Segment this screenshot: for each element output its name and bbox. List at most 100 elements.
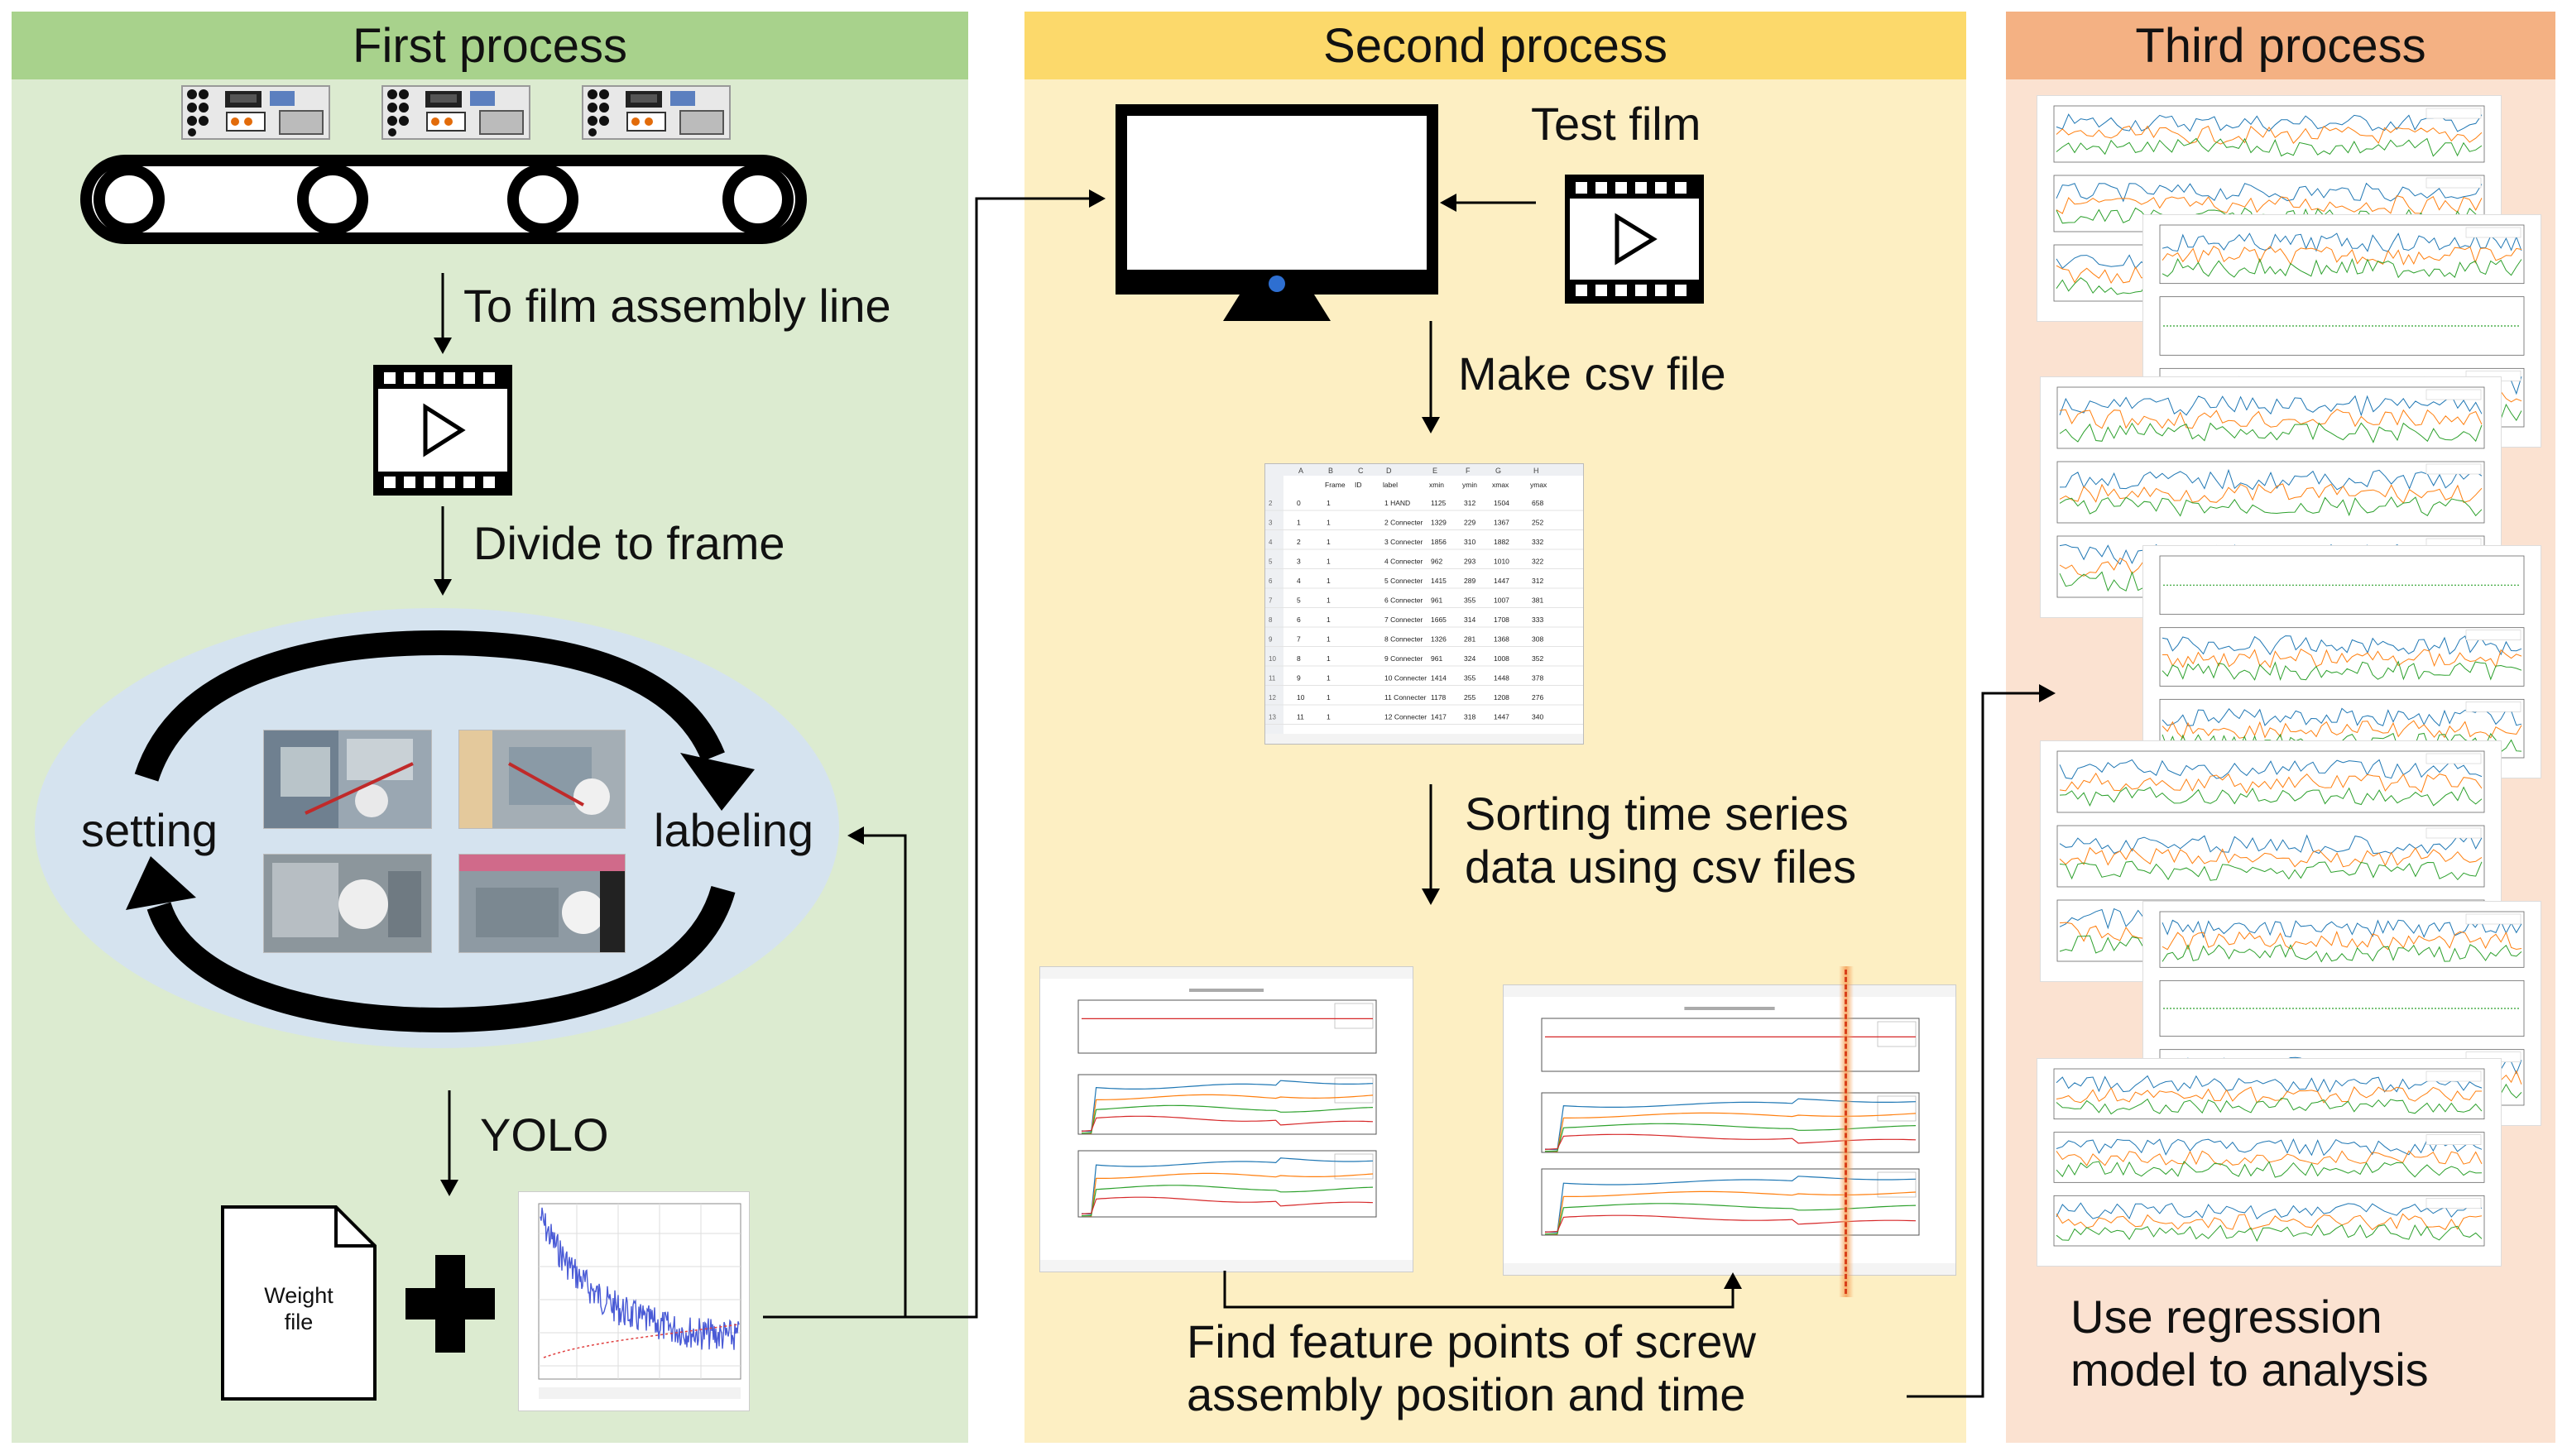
csv-cell: 962 <box>1431 558 1442 566</box>
feature-bracket-arrow <box>1223 1271 1742 1309</box>
feature-line1: Find feature points of screw <box>1187 1315 1756 1367</box>
regression-line1: Use regression <box>2070 1291 2382 1343</box>
arrow-to-frame <box>434 506 452 596</box>
map-curve <box>543 1324 739 1358</box>
csv-cell: 352 <box>1532 654 1543 663</box>
plot-series-line <box>2059 834 2483 855</box>
second-process-header: Second process <box>1024 12 1966 79</box>
csv-cell: 229 <box>1464 519 1475 527</box>
plot-series-line <box>2162 257 2522 279</box>
arrow-to-sort <box>1422 784 1440 905</box>
plot-series-line <box>1544 1176 1917 1233</box>
csv-header-cell: Frame <box>1325 481 1346 489</box>
connector-to-labeling <box>847 826 907 1317</box>
csv-cell: 3 Connecter <box>1384 538 1423 546</box>
plot-series-line <box>2056 1213 2483 1231</box>
plot-window-2-canvas <box>1504 985 1955 1275</box>
make-csv-label: Make csv file <box>1458 347 1726 400</box>
csv-cell: 1 <box>1327 693 1331 702</box>
csv-cell: 11 <box>1297 713 1304 721</box>
csv-cell: 1 <box>1327 635 1331 644</box>
weight-file-line2: file <box>284 1310 314 1335</box>
product-device-3 <box>582 85 731 140</box>
csv-cell: 2 <box>1297 538 1301 546</box>
plus-icon <box>405 1255 495 1353</box>
plot-series-line <box>2059 409 2483 429</box>
csv-cell: 1414 <box>1431 674 1447 682</box>
training-loss-chart <box>518 1191 750 1411</box>
plot-series-line <box>2056 1202 2483 1219</box>
csv-header-cell: ymax <box>1530 481 1547 489</box>
csv-row-number: 12 <box>1269 694 1276 702</box>
csv-column-header: B <box>1328 467 1333 475</box>
csv-cell: 10 <box>1297 693 1305 702</box>
plot-series-line <box>2056 1075 2483 1093</box>
csv-cell: 1 <box>1327 713 1331 721</box>
csv-cell: 7 Connecter <box>1384 615 1423 624</box>
plot-window-2 <box>1503 984 1956 1276</box>
plot-window-1 <box>1039 966 1413 1272</box>
csv-cell: 1 <box>1327 596 1331 605</box>
csv-cell: 7 <box>1297 635 1301 644</box>
plot-series-line <box>1081 1172 1374 1217</box>
csv-cell: 1 <box>1327 654 1331 663</box>
plot-series-line <box>2059 468 2483 491</box>
sorting-line2: data using csv files <box>1465 841 1857 893</box>
csv-column-header: D <box>1386 467 1392 475</box>
arrow-film-to-monitor <box>1440 194 1536 212</box>
divide-frame-label: Divide to frame <box>473 517 785 569</box>
plot-series-line <box>2162 635 2522 656</box>
plot-series-line <box>2056 1224 2483 1243</box>
plot-series-line <box>1081 1196 1374 1214</box>
plot-series-line <box>1544 1098 1917 1151</box>
csv-row-number: 3 <box>1269 520 1273 527</box>
feature-line2: assembly position and time <box>1187 1368 1746 1421</box>
plot-series-line <box>2059 772 2483 794</box>
csv-cell: 1665 <box>1431 615 1447 624</box>
plot-series-line <box>2056 1161 2483 1178</box>
second-process-title: Second process <box>1323 18 1667 73</box>
csv-cell: 1 <box>1297 519 1301 527</box>
csv-cell: 9 Connecter <box>1384 654 1423 663</box>
conveyor-belt-icon <box>80 155 807 244</box>
csv-cell: 1125 <box>1431 499 1447 507</box>
csv-cell: 1 <box>1327 499 1331 507</box>
assembly-photo-1 <box>263 730 432 829</box>
csv-cell: 1008 <box>1494 654 1509 663</box>
sorting-line1: Sorting time series <box>1465 788 1849 840</box>
csv-cell: 1208 <box>1494 693 1509 702</box>
csv-row-number: 10 <box>1269 655 1276 663</box>
third-process-header: Third process <box>2006 12 2555 79</box>
csv-cell: 1007 <box>1494 596 1509 605</box>
plot-series-line <box>1544 1133 1917 1150</box>
third-process-title: Third process <box>2135 18 2426 73</box>
csv-cell: 312 <box>1532 577 1543 585</box>
csv-column-header: G <box>1495 467 1501 475</box>
csv-cell: 1856 <box>1431 538 1447 546</box>
csv-column-header: H <box>1533 467 1539 475</box>
plot-series-line <box>1081 1080 1374 1133</box>
plot-series-line <box>2056 137 2483 157</box>
csv-cell: 1368 <box>1494 635 1509 644</box>
csv-cell: 1010 <box>1494 558 1509 566</box>
arrow-to-csv <box>1422 321 1440 433</box>
csv-cell: 314 <box>1464 615 1475 624</box>
csv-cell: 308 <box>1532 635 1543 644</box>
plot-series-line <box>2059 846 2483 868</box>
csv-header-cell: xmax <box>1492 481 1509 489</box>
csv-row-number: 11 <box>1269 675 1276 682</box>
product-device-1 <box>181 85 330 140</box>
plot-series-line <box>2162 660 2522 682</box>
plot-series-line <box>2056 1086 2482 1104</box>
csv-cell: 6 <box>1297 615 1301 624</box>
csv-column-header: F <box>1466 467 1471 475</box>
plot-series-line <box>2056 182 2483 203</box>
plot-series-line <box>2059 496 2483 517</box>
plot-series-line <box>2162 732 2522 753</box>
plot-series-line <box>1081 1185 1374 1217</box>
csv-cell: 1708 <box>1494 615 1509 624</box>
plot-series-line <box>2059 860 2483 881</box>
highlight-dashes <box>1845 970 1850 1294</box>
csv-cell: 324 <box>1464 654 1475 663</box>
